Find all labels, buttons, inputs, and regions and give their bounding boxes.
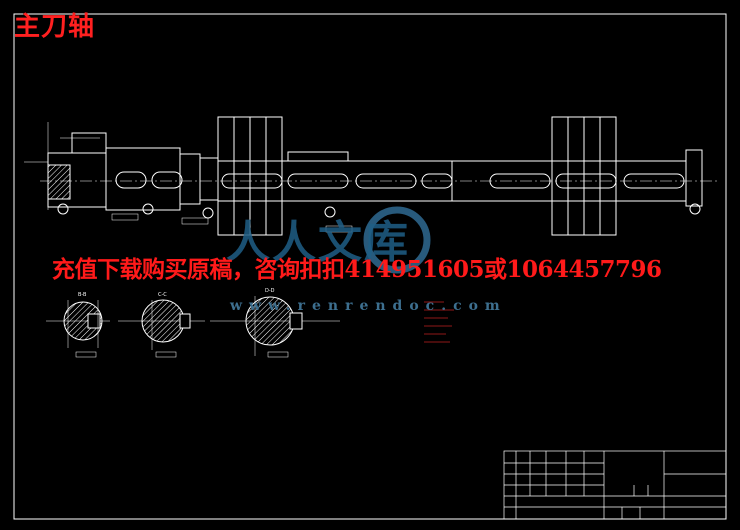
shaft-step-3 — [179, 153, 201, 205]
section-label-c: C-C — [158, 292, 167, 298]
watermark-brand: 人人文库 — [226, 217, 410, 268]
section-label-d: D-D — [265, 288, 275, 294]
blade-plates-right — [551, 116, 569, 236]
section-labels: B-B C-C D-D — [78, 288, 275, 298]
section-label-b: B-B — [78, 292, 87, 298]
title-block — [503, 450, 727, 520]
drawing-border — [13, 13, 727, 520]
section-view-d — [210, 296, 340, 358]
hatched-end — [47, 164, 71, 200]
shaft-main-view — [24, 116, 720, 236]
drawing-title: 主刀轴 — [14, 12, 96, 42]
section-view-b — [46, 300, 110, 358]
watermark-url: www.renrendoc.com — [230, 298, 507, 314]
shaft-end-right — [685, 149, 703, 207]
section-view-c — [118, 299, 205, 358]
watermark-logo — [363, 206, 431, 274]
promo-text: 充值下载购买原稿，咨询扣扣414951605或1064457796 — [52, 256, 662, 283]
shaft-step-2 — [105, 147, 181, 211]
technical-notes — [424, 301, 454, 343]
